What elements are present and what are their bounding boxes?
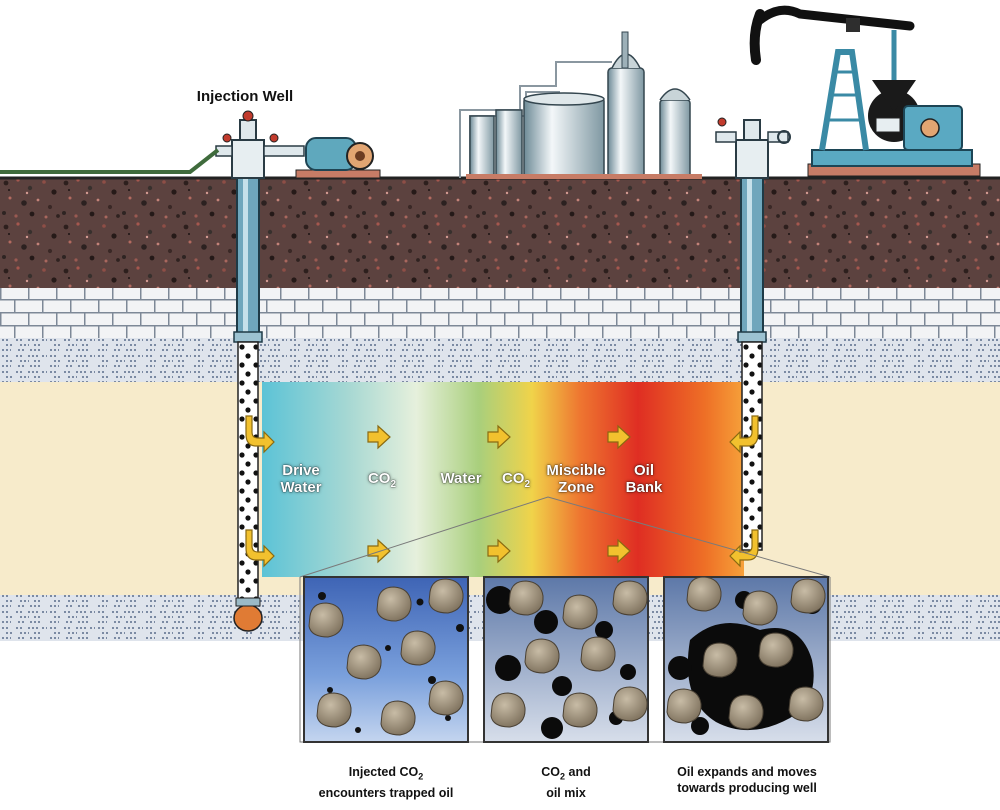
sand-grain [380,700,416,736]
oil-bank-line1: Oil [633,462,654,479]
sand-grain [428,680,464,716]
water-label: Water [440,470,482,487]
drive-water-label: Drive Water [266,462,336,496]
co2-label-second: CO2 [486,470,546,493]
sand-grain [316,692,352,728]
sand-grain [758,632,794,668]
co2-first-base: CO [367,470,391,487]
oil-bank-label: Oil Bank [612,462,676,496]
caption-mix-base: CO [541,765,561,779]
injection-well [215,110,305,632]
caption-mix: CO2 and oil mix [496,764,636,801]
sand-grain [728,694,764,730]
producing-well [715,117,791,551]
sand-grain [346,644,382,680]
caption-injected-base: Injected CO [348,765,419,779]
drive-water-line2: Water [280,479,322,496]
caption-injected: Injected CO2 encounters trapped oil [296,764,476,801]
processing-plant [459,31,702,179]
oil-bank-line2: Bank [625,479,663,496]
miscible-line1: Miscible [546,462,606,479]
sand-grain [376,586,412,622]
sand-grain [612,580,648,616]
sand-grain [686,576,722,612]
caption-mix-rest: and [565,765,591,779]
caption-injected-line1: Injected CO2 [296,764,476,785]
sand-grain [580,636,616,672]
miscible-line2: Zone [558,479,594,496]
topsoil-layer [0,178,1000,288]
inset-injected [303,576,469,743]
injection-well-label: Injection Well [196,88,294,105]
inset-mix [483,576,649,743]
drive-water-line1: Drive [282,462,320,479]
caption-injected-sub: 2 [418,771,424,782]
shale-layer-upper [0,338,1000,382]
sand-grain [788,686,824,722]
sand-grain [490,692,526,728]
sand-grain [308,602,344,638]
sand-grain [428,578,464,614]
sand-grain [612,686,648,722]
sand-grain [562,594,598,630]
co2-feed-pipe [0,148,220,174]
co2-first-sub: 2 [390,479,397,490]
compressor-pump [295,137,381,179]
caption-expands: Oil expands and moves towards producing … [652,764,842,796]
sand-grain [742,590,778,626]
sand-grain [790,578,826,614]
co2-second-base: CO [501,470,525,487]
sand-grain [508,580,544,616]
caption-mix-line1: CO2 and [496,764,636,785]
caption-mix-sub: 2 [560,771,566,782]
miscible-zone-label: Miscible Zone [536,462,616,496]
pump-jack [749,5,981,177]
caption-expands-line1: Oil expands and moves [677,765,817,779]
caption-mix-line2: oil mix [546,785,586,800]
sand-grain [702,642,738,678]
caption-injected-line2: encounters trapped oil [318,785,454,800]
sand-grain [666,688,702,724]
sand-grain [400,630,436,666]
inset-expands [663,576,829,743]
caprock-layer [0,288,1000,338]
sand-grain [562,692,598,728]
co2-label-first: CO2 [352,470,412,493]
co2-second-sub: 2 [524,479,531,490]
sand-grain [524,638,560,674]
caption-expands-line2: towards producing well [677,781,817,795]
